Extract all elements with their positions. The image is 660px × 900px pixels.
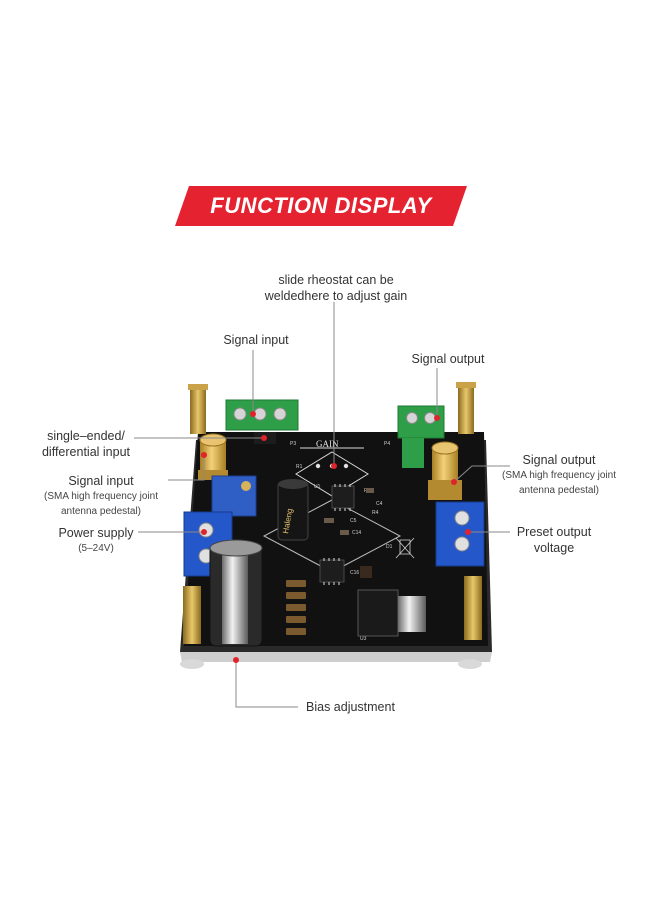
callout-signal-output-top: Signal output: [411, 352, 485, 366]
silk-r1: R1: [296, 464, 303, 470]
callout-gain-rheostat: slide rheostat can be weldedhere to adju…: [244, 272, 428, 304]
standoff-bottom-left: [183, 586, 201, 644]
callout-signal-input-sma-line1: (SMA high frequency joint: [44, 491, 158, 502]
sma-output-base: [428, 480, 462, 500]
callout-preset-output-line2: voltage: [533, 541, 575, 555]
silk-p3: P3: [290, 441, 296, 447]
callout-signal-input-top: Signal input: [223, 333, 289, 347]
capacitor-print: Haleng: [281, 508, 294, 535]
callout-power-supply: Power supply (5–24V): [44, 525, 148, 556]
terminal-screw: [233, 407, 247, 421]
callout-signal-output-sma-title: Signal output: [522, 453, 596, 467]
gain-silkscreen: GAIN: [316, 439, 339, 449]
callout-gain-line1: slide rheostat can be: [278, 273, 394, 287]
trimmer-screw: [241, 481, 251, 491]
terminal-screw: [406, 412, 418, 424]
terminal-block-preset-output: [435, 501, 485, 567]
sma-output-top: [431, 441, 459, 455]
capacitor-small-top: [278, 479, 308, 489]
foot-left: [180, 659, 204, 669]
callout-signal-input-sma-line2: antenna pedestal): [60, 506, 142, 517]
standoff-top-left: [190, 386, 206, 434]
marker-single-ended: [261, 435, 267, 441]
callout-signal-output-sma: Signal output (SMA high frequency joint …: [486, 452, 632, 498]
weee-symbol: [395, 537, 415, 559]
terminal-screw: [454, 510, 470, 526]
foot-right: [458, 659, 482, 669]
terminal-screw: [454, 536, 470, 552]
terminal-block-signal-output-base: [402, 438, 424, 468]
silk-u3: U3: [360, 636, 367, 642]
sma-input-top: [199, 433, 227, 447]
silk-c16: C16: [350, 570, 359, 576]
gain-pad: [343, 463, 349, 469]
callout-preset-output: Preset output voltage: [504, 524, 604, 556]
silk-d1: D1: [386, 544, 393, 550]
silk-c14: C14: [352, 530, 361, 536]
chip-pins: [323, 484, 351, 585]
marker-signal-input-sma: [201, 452, 207, 458]
marker-bias: [233, 657, 239, 663]
marker-signal-output-sma: [451, 479, 457, 485]
marker-gain: [331, 463, 337, 469]
silk-c4: C4: [376, 501, 383, 507]
function-display-banner: FUNCTION DISPLAY: [175, 186, 467, 226]
banner-title: FUNCTION DISPLAY: [210, 193, 432, 218]
marker-power-supply: [201, 529, 207, 535]
regulator-tab: [398, 596, 426, 632]
leader-signal-output-sma: [453, 465, 510, 483]
standoff-top-right-cap: [456, 382, 476, 388]
silk-r4: R4: [372, 510, 379, 516]
marker-signal-input-top: [250, 411, 256, 417]
callout-signal-output-sma-line2: antenna pedestal): [518, 485, 600, 496]
callout-single-ended: single–ended/ differential input: [30, 428, 142, 460]
marker-signal-output-top: [434, 415, 440, 421]
pcb-side: [180, 652, 492, 662]
capacitor-large-sleeve: [222, 552, 248, 644]
callout-bias-adjustment: Bias adjustment: [306, 700, 395, 714]
silk-p4: P4: [384, 441, 390, 447]
callout-preset-output-line1: Preset output: [516, 525, 592, 539]
callout-gain-line2: weldedhere to adjust gain: [264, 289, 408, 303]
callout-power-supply-range: (5–24V): [78, 543, 114, 554]
smd-resistors: [286, 580, 306, 635]
callout-single-ended-line1: single–ended/: [47, 429, 125, 443]
capacitor-large-top: [209, 539, 263, 557]
callout-signal-input-sma: Signal input (SMA high frequency joint a…: [28, 473, 174, 519]
callout-single-ended-line2: differential input: [41, 445, 131, 459]
marker-preset-output: [465, 529, 471, 535]
standoff-bottom-right: [464, 576, 482, 640]
leader-signal-input-sma: [168, 455, 205, 481]
opamp-chip-u1: [331, 485, 355, 509]
silk-u1: U1: [314, 484, 321, 490]
leader-bias: [235, 660, 298, 708]
standoff-top-left-cap: [188, 384, 208, 390]
terminal-block-signal-output: [397, 405, 445, 439]
callout-signal-input-sma-title: Signal input: [68, 474, 134, 488]
terminal-screw: [273, 407, 287, 421]
callout-signal-output-sma-line1: (SMA high frequency joint: [502, 470, 616, 481]
sma-input-base: [198, 470, 228, 480]
opamp-chip-u2: [319, 559, 345, 583]
gain-pad: [315, 463, 321, 469]
banner-background: [175, 186, 467, 226]
silk-c5: C5: [350, 518, 357, 524]
standoff-top-right: [458, 384, 474, 434]
callout-power-supply-title: Power supply: [58, 526, 134, 540]
smd-components: [324, 488, 374, 578]
